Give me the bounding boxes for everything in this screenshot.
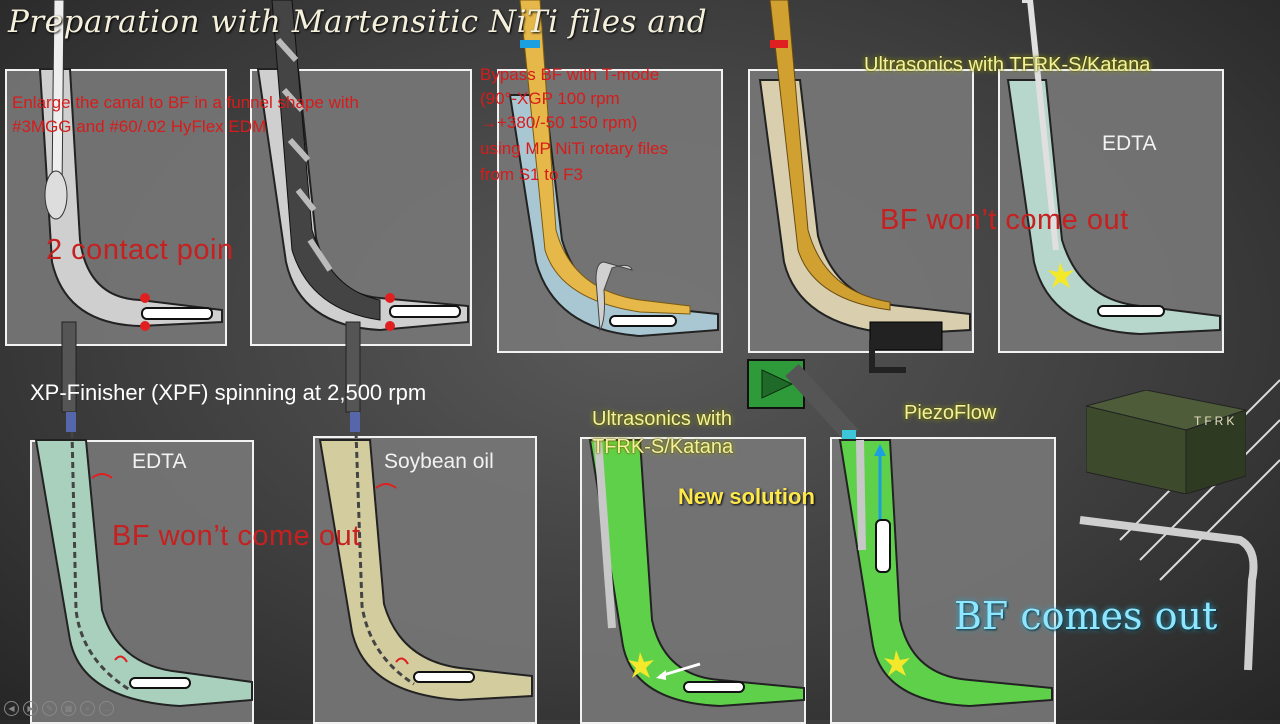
nav-next-icon[interactable]: ▶ [23, 701, 38, 716]
new-solution-label: New solution [678, 484, 815, 509]
ultrasonic-tip-4 [595, 261, 633, 332]
broken-file-3 [609, 315, 677, 327]
ultrasonic-tip-8 [594, 439, 616, 629]
broken-file-1 [141, 307, 213, 320]
funnel-note-line1: Enlarge the canal to BF in a funnel shap… [12, 93, 359, 112]
edta-label-top: EDTA [1102, 132, 1157, 155]
bf-wont-come-out-bottom: BF won’t come out [112, 520, 361, 552]
nav-zoom-icon[interactable]: ⌕ [80, 701, 95, 716]
root-canal-9 [838, 439, 1053, 708]
root-canal-6 [34, 439, 253, 708]
bf-wont-come-out-top: BF won’t come out [880, 204, 1129, 236]
bypass-note-3: →+380/-50 150 rpm) [480, 113, 638, 132]
soybean-oil-label: Soybean oil [384, 450, 494, 473]
bur-tip-1 [44, 170, 68, 220]
ultrasonics-label-bottom-2: TFRK-S/Katana [592, 436, 734, 458]
slide-nav-bar[interactable]: ◀ ▶ ✎ ▦ ⌕ … [4, 701, 114, 716]
bypass-note-4: using MP NiTi rotary files [480, 139, 668, 158]
root-canal-7 [318, 439, 533, 702]
bypass-note-2: (90°-XGP 100 rpm [480, 89, 620, 108]
page-title: Preparation with Martensitic NiTi files … [8, 4, 708, 40]
contact-point-label: 2 contact poin [46, 234, 234, 266]
xpf-label: XP-Finisher (XPF) spinning at 2,500 rpm [30, 380, 427, 405]
ultrasonics-label-top: Ultrasonics with TFRK-S/Katana [864, 54, 1151, 76]
bf-comes-out-label: BF comes out [954, 594, 1218, 638]
nav-grid-icon[interactable]: ▦ [61, 701, 76, 716]
broken-file-5 [1097, 305, 1165, 317]
broken-file-8 [683, 681, 745, 693]
contact-point-1b [140, 321, 150, 331]
funnel-note-line2: #3MGG and #60/.02 HyFlex EDM [12, 117, 267, 136]
edta-label-bottom: EDTA [132, 450, 187, 473]
piezoflow-label: PiezoFlow [904, 402, 997, 424]
broken-file-9 [875, 519, 891, 573]
rotary-file-3 [519, 0, 691, 315]
nav-prev-icon[interactable]: ◀ [4, 701, 19, 716]
nav-more-icon[interactable]: … [99, 701, 114, 716]
tfrk-brand: TFRK [1194, 414, 1238, 428]
bypass-note-1: Bypass BF with T-mode [480, 65, 660, 84]
ultrasonics-label-bottom-1: Ultrasonics with [592, 408, 733, 430]
tfrk-product-box: TFRK [1085, 389, 1248, 495]
root-canal-8 [588, 439, 805, 708]
broken-file-2 [389, 305, 461, 318]
spark-8 [628, 652, 654, 678]
spark-5 [1048, 262, 1074, 288]
contact-point-1a [140, 293, 150, 303]
broken-file-7 [413, 671, 475, 683]
bypass-note-5: from S1 to F3 [480, 165, 583, 184]
nav-pen-icon[interactable]: ✎ [42, 701, 57, 716]
broken-file-6 [129, 677, 191, 689]
rotary-file-4 [769, 0, 891, 311]
scaler-tip [1079, 516, 1258, 671]
